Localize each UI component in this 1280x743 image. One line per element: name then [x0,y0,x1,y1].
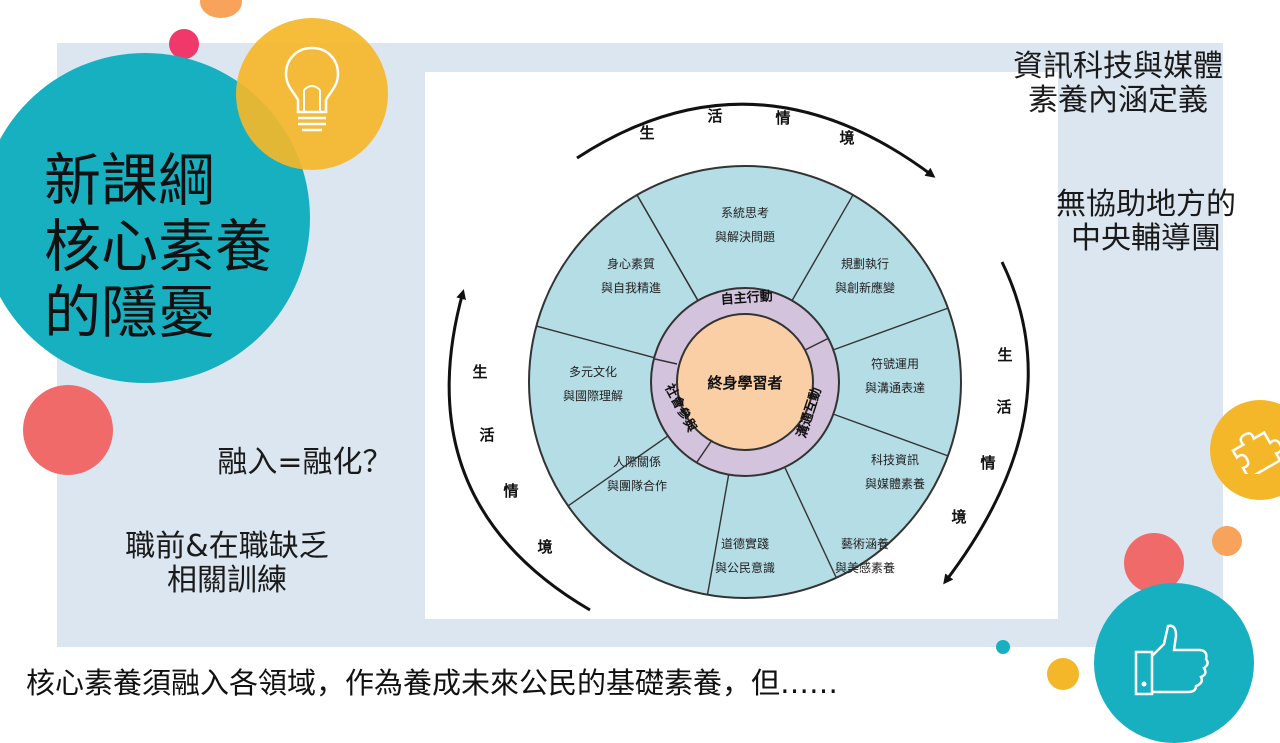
deco-circle-yellow-bottom [1047,658,1079,690]
footer-text: 核心素養須融入各領域，作為養成未來公民的基礎素養，但…… [26,666,839,700]
ring-divider [804,337,830,351]
deco-dot-teal [996,640,1010,654]
segment-divider [636,194,699,301]
context-label-char: 境 [951,508,966,526]
context-label-char: 活 [707,107,722,125]
puzzle-icon [1231,430,1280,474]
segment-divider [833,413,949,457]
segment-label-line: 藝術涵養 [841,536,889,551]
segment-label-line: 與創新應變 [835,280,895,295]
segment-label-line: 與美感素養 [835,560,895,575]
segment-label-line: 與團隊合作 [607,478,667,493]
segment-label-line: 與國際理解 [563,389,623,403]
top-right-note: 資訊科技與媒體 素養內涵定義 [1013,49,1223,118]
context-label-char: 活 [996,398,1011,416]
context-arc-right [943,261,1030,585]
segment-label-line: 與媒體素養 [865,476,925,491]
mid-left-note: 融入=融化？ [217,445,393,480]
segment-label-line: 與溝通表達 [865,381,925,395]
deco-circle-coral-left [23,385,113,475]
context-label-char: 生 [472,363,487,381]
segment-label-line: 道德實踐 [721,536,769,551]
deco-circle-yellow [236,18,388,170]
segment-divider [784,466,837,579]
context-label-char: 情 [775,109,790,127]
context-label-char: 生 [997,346,1012,364]
segment-divider [567,435,669,507]
context-label-char: 活 [479,426,494,444]
segment-label-line: 規劃執行 [841,256,889,271]
segment-divider [791,194,854,301]
segment-label-line: 身心素質 [607,256,655,271]
context-arc-left [447,289,591,612]
ring-label-self-action: 自主行動 [720,288,773,308]
competency-wheel-diagram: 終身學習者 自主行動 溝通互動 社會參與 系統思考與解決問題規劃執行與創新應變符… [447,102,1030,612]
deco-circle-orange-top [200,0,242,18]
lightbulb-icon [284,46,340,132]
context-label-char: 境 [839,129,854,147]
context-label-char: 生 [639,124,654,142]
segment-label-line: 與解決問題 [715,230,775,244]
segment-label-line: 與公民意識 [715,560,775,575]
slide-title: 新課綱 核心素養 的隱憂 [44,148,272,346]
deco-circle-orange-right [1212,526,1242,556]
deco-circle-pink-small [169,29,199,59]
segment-label-line: 科技資訊 [871,452,919,467]
context-label-char: 情 [980,454,995,472]
segment-divider [833,307,949,351]
deco-circle-teal-bottom [1094,583,1254,743]
segment-divider [706,474,730,595]
context-arc-top [576,102,936,178]
bottom-left-note: 職前&在職缺乏 相關訓練 [125,529,329,598]
center-disk [676,313,814,451]
segment-label-line: 人際關係 [613,455,661,469]
center-label: 終身學習者 [707,374,782,392]
segment-label-line: 系統思考 [721,206,769,220]
ring-divider [696,439,713,463]
segment-label-line: 符號運用 [871,356,919,371]
thumbs-up-icon [1134,624,1209,696]
context-label-char: 境 [537,538,552,556]
right-note: 無協助地方的 中央輔導團 [1056,187,1236,256]
segment-label-line: 與自我精進 [601,281,661,295]
segment-label-line: 多元文化 [569,364,617,379]
segment-divider [536,325,655,359]
context-label-char: 情 [503,482,518,500]
ring-divider [654,358,678,365]
